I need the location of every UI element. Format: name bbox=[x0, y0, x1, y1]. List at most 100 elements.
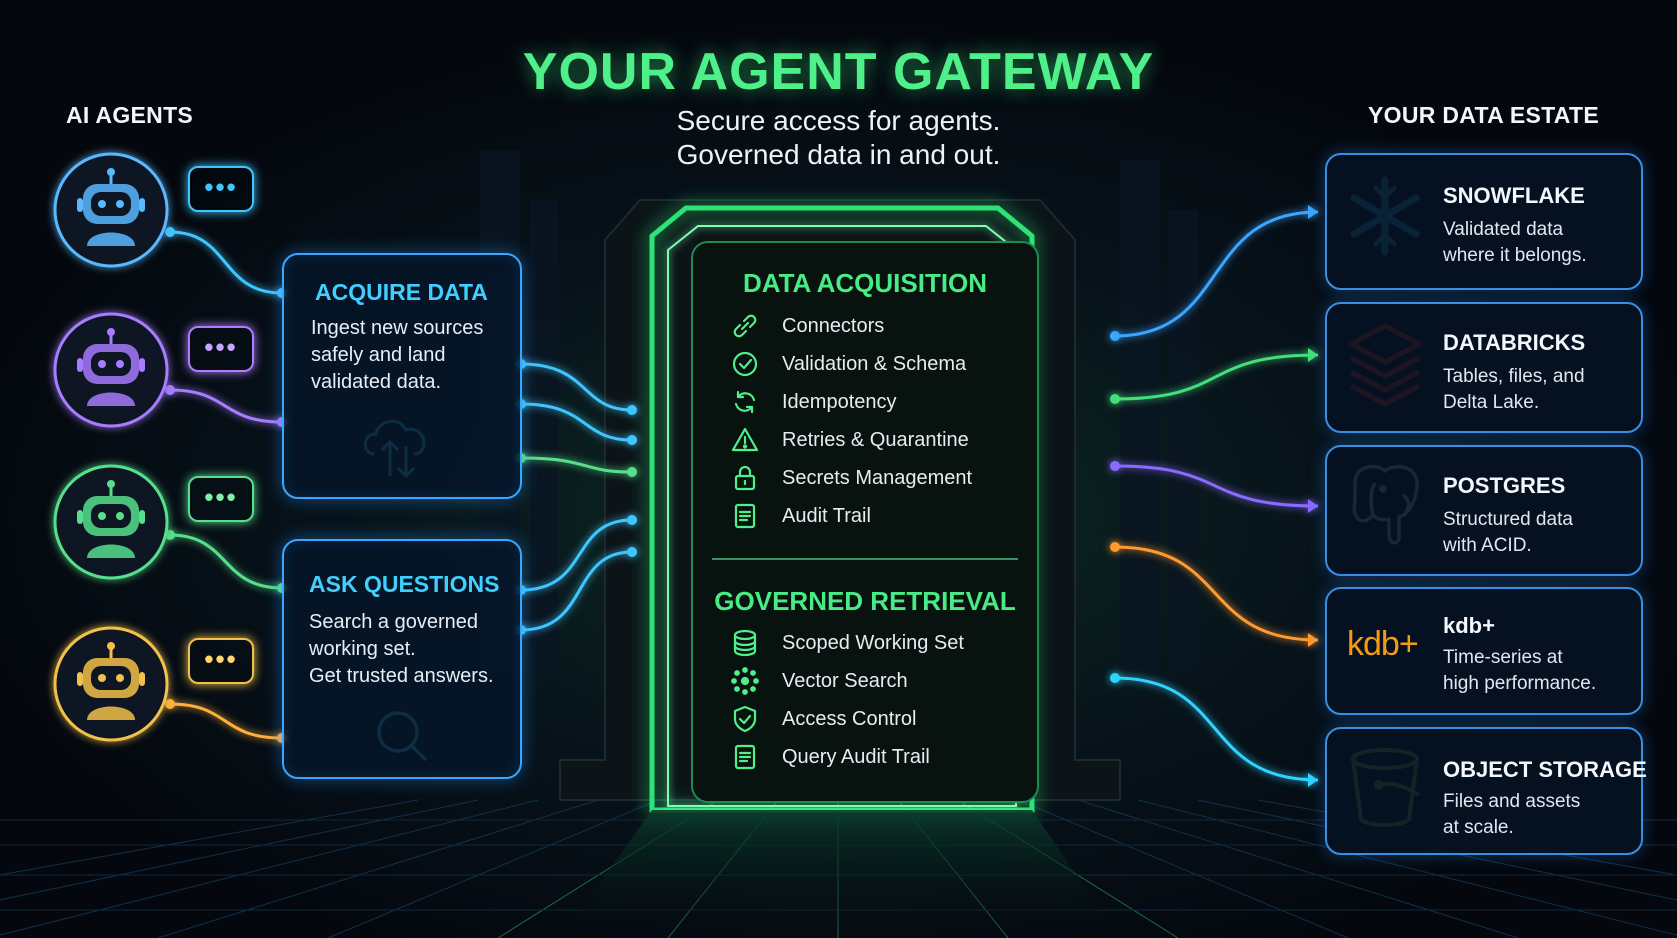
kdb-logo: kdb+ bbox=[1347, 625, 1419, 663]
chat-bubble-icon: ••• bbox=[188, 326, 254, 372]
grid-line bbox=[157, 799, 599, 938]
subtitle-line: Governed data in and out. bbox=[676, 139, 1001, 170]
connector-node bbox=[165, 227, 175, 237]
connector-line bbox=[520, 402, 633, 442]
ask-questions-card: ASK QUESTIONS Search a governed working … bbox=[282, 539, 522, 779]
data-source-line: Files and assets bbox=[1443, 791, 1581, 812]
data-source-databricks: DATABRICKS Tables, files, and Delta Lake… bbox=[1325, 302, 1643, 433]
database-icon bbox=[730, 628, 760, 658]
data-source-name: POSTGRES bbox=[1443, 473, 1566, 498]
robot-icon bbox=[77, 480, 145, 558]
connector-line bbox=[169, 533, 283, 590]
link-icon bbox=[730, 311, 760, 341]
card-line: Search a governed bbox=[309, 611, 479, 633]
grid-line bbox=[1197, 799, 1677, 901]
connector-node bbox=[627, 405, 637, 415]
connector-node bbox=[627, 435, 637, 445]
data-source-description: Files and assets at scale. bbox=[1443, 789, 1580, 841]
chat-bubble-icon: ••• bbox=[188, 476, 254, 522]
grid-line bbox=[1137, 799, 1677, 936]
connector-arrow bbox=[1308, 773, 1318, 787]
grid-line bbox=[1077, 799, 1519, 938]
data-source-line: Tables, files, and bbox=[1443, 366, 1585, 387]
data-acquisition-heading: DATA ACQUISITION bbox=[742, 268, 988, 298]
document-icon bbox=[730, 742, 760, 772]
gateway-item-label: Vector Search bbox=[782, 670, 908, 692]
ai-agent-avatar bbox=[53, 626, 169, 742]
data-source-description: Tables, files, and Delta Lake. bbox=[1443, 364, 1585, 416]
connector-node bbox=[1110, 331, 1120, 341]
data-source-line: where it belongs. bbox=[1443, 245, 1587, 266]
connector-line bbox=[1114, 353, 1319, 401]
agents-heading: AI AGENTS bbox=[66, 102, 194, 128]
connector-node bbox=[1110, 394, 1120, 404]
data-source-line: Structured data bbox=[1443, 509, 1573, 530]
acquire-data-card: ACQUIRE DATA Ingest new sources safely a… bbox=[282, 253, 522, 499]
grid-line bbox=[0, 799, 419, 876]
governed-retrieval-heading: GOVERNED RETRIEVAL bbox=[714, 586, 1016, 616]
page-title: YOUR AGENT GATEWAY bbox=[522, 43, 1155, 101]
refresh-icon bbox=[730, 387, 760, 417]
connector-line bbox=[520, 550, 633, 632]
data-source-postgres: POSTGRES Structured data with ACID. bbox=[1325, 445, 1643, 576]
connector-arrow bbox=[1308, 205, 1318, 219]
data-source-name: SNOWFLAKE bbox=[1443, 183, 1585, 208]
chat-bubble-icon: ••• bbox=[188, 638, 254, 684]
robot-icon bbox=[77, 168, 145, 246]
connector-line bbox=[520, 456, 633, 474]
data-source-description: Validated data where it belongs. bbox=[1443, 217, 1587, 269]
gateway-item-label: Idempotency bbox=[782, 391, 897, 413]
gateway-item-label: Scoped Working Set bbox=[782, 632, 964, 654]
connector-node bbox=[627, 515, 637, 525]
page-subtitle: Secure access for agents. Governed data … bbox=[0, 104, 1677, 172]
card-line: Get trusted answers. bbox=[309, 665, 494, 687]
data-source-line: at scale. bbox=[1443, 817, 1514, 838]
data-source-description: Time-series at high performance. bbox=[1443, 645, 1596, 697]
data-source-line: Delta Lake. bbox=[1443, 392, 1540, 413]
connector-line bbox=[520, 518, 633, 592]
grid-line bbox=[0, 799, 479, 901]
connector-arrow bbox=[1308, 633, 1318, 647]
connector-line bbox=[1114, 210, 1319, 338]
grid-line bbox=[0, 799, 539, 936]
gateway-item-label: Query Audit Trail bbox=[782, 746, 930, 768]
data-source-object-storage: OBJECT STORAGE Files and assets at scale… bbox=[1325, 727, 1647, 855]
data-source-snowflake: SNOWFLAKE Validated data where it belong… bbox=[1325, 153, 1643, 290]
grid-line bbox=[1017, 799, 1349, 938]
data-source-line: Time-series at bbox=[1443, 647, 1563, 668]
card-line: validated data. bbox=[311, 371, 442, 393]
data-source-description: Structured data with ACID. bbox=[1443, 507, 1573, 559]
gateway-item-label: Secrets Management bbox=[782, 467, 973, 489]
lock-icon bbox=[730, 463, 760, 493]
connector-node bbox=[1110, 542, 1120, 552]
data-source-line: Validated data bbox=[1443, 219, 1564, 240]
data-source-name: kdb+ bbox=[1443, 613, 1495, 638]
connector-arrow bbox=[1308, 348, 1318, 362]
data-source-name: DATABRICKS bbox=[1443, 330, 1586, 355]
robot-icon bbox=[77, 642, 145, 720]
data-source-line: high performance. bbox=[1443, 673, 1597, 694]
connector-line bbox=[520, 362, 633, 412]
connector-line bbox=[169, 388, 283, 424]
chat-bubble-icon: ••• bbox=[188, 166, 254, 212]
data-estate-heading: YOUR DATA ESTATE bbox=[1368, 102, 1599, 128]
connector-node bbox=[165, 385, 175, 395]
data-source-kdb: kdb+ kdb+ Time-series at high performanc… bbox=[1325, 587, 1643, 715]
card-description: Search a governed working set. Get trust… bbox=[309, 609, 494, 690]
robot-icon bbox=[77, 328, 145, 406]
ai-agent-avatar bbox=[53, 464, 169, 580]
connector-node bbox=[165, 699, 175, 709]
connector-node bbox=[627, 547, 637, 557]
vector-icon bbox=[730, 666, 760, 696]
chat-bubble-dots: ••• bbox=[204, 332, 238, 362]
card-line: Ingest new sources bbox=[311, 317, 484, 339]
connector-arrow bbox=[1308, 499, 1318, 513]
data-source-name: OBJECT STORAGE bbox=[1443, 757, 1647, 782]
connector-line bbox=[1114, 464, 1319, 508]
gateway-item-label: Retries & Quarantine bbox=[782, 429, 969, 451]
data-source-line: with ACID. bbox=[1443, 535, 1532, 556]
ai-agent-avatar bbox=[53, 152, 169, 268]
connector-line bbox=[169, 230, 283, 295]
ai-agent-avatar bbox=[53, 312, 169, 428]
warning-icon bbox=[730, 425, 760, 455]
